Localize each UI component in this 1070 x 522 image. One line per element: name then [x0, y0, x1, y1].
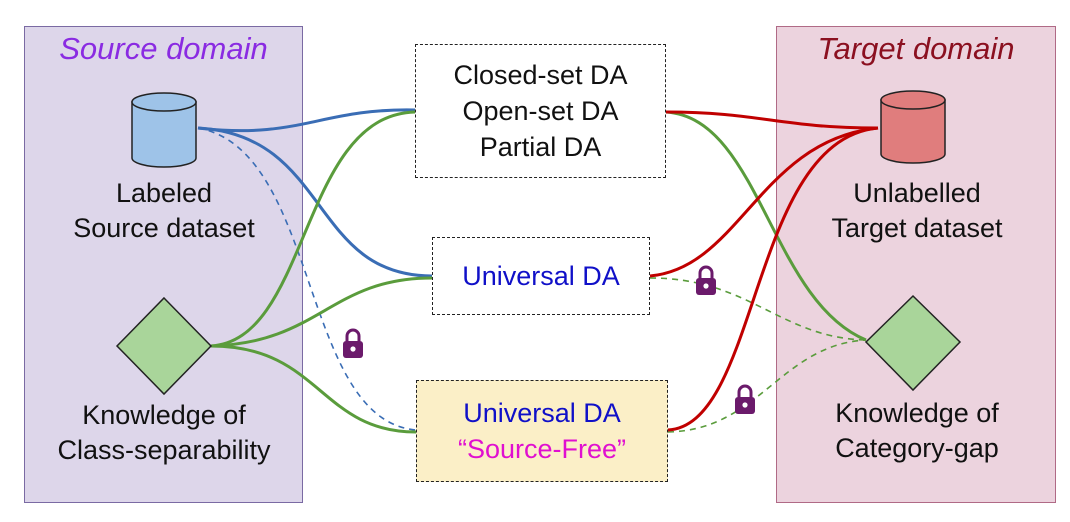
- target-database-icon: [880, 90, 946, 164]
- source-free-universal-da-box: Universal DA “Source-Free”: [416, 380, 668, 482]
- universal-da-box: Universal DA: [432, 237, 650, 315]
- source-domain-title: Source domain: [59, 31, 268, 66]
- sf-universal-da-label: Universal DA: [463, 398, 621, 428]
- closed-set-da-label: Closed-set DA: [453, 60, 628, 90]
- link-class-sep-to-universal: [210, 276, 433, 348]
- category-gap-label: Knowledge of Category-gap: [786, 396, 1048, 466]
- link-box1-to-category-gap: [665, 110, 867, 342]
- link-class-sep-to-box1: [210, 110, 416, 348]
- target-dataset-label-line1: Unlabelled: [853, 178, 981, 208]
- partial-da-label: Partial DA: [479, 132, 602, 162]
- link-source-to-box1: [197, 108, 416, 133]
- lock-icon: [735, 384, 755, 414]
- class-separability-label-line2: Class-separability: [57, 435, 271, 465]
- lock-icon: [343, 328, 363, 358]
- lock-icon: [696, 265, 716, 295]
- category-gap-diamond-icon: [864, 294, 962, 392]
- link-universal-to-target: [649, 126, 879, 278]
- category-gap-label-line2: Category-gap: [835, 433, 999, 463]
- link-universal-to-category-gap-dashed: [649, 277, 867, 341]
- source-free-label: “Source-Free”: [457, 434, 627, 464]
- link-source-to-sourcefree-dashed: [197, 127, 417, 431]
- link-sourcefree-to-target: [667, 126, 879, 432]
- category-gap-label-line1: Knowledge of: [835, 398, 999, 428]
- class-separability-diamond-icon: [115, 296, 213, 396]
- link-class-sep-to-sourcefree: [210, 344, 417, 434]
- source-database-icon: [131, 92, 197, 168]
- standard-da-settings-box: Closed-set DA Open-set DA Partial DA: [415, 44, 666, 178]
- source-dataset-label-line2: Source dataset: [73, 213, 255, 243]
- link-sourcefree-to-category-gap-dashed: [667, 339, 867, 433]
- source-dataset-label: Labeled Source dataset: [34, 176, 294, 246]
- class-separability-label: Knowledge of Class-separability: [28, 398, 300, 468]
- target-domain-title: Target domain: [817, 31, 1015, 66]
- target-dataset-label-line2: Target dataset: [831, 213, 1003, 243]
- source-dataset-label-line1: Labeled: [115, 178, 213, 208]
- target-links: [649, 110, 879, 432]
- open-set-da-label: Open-set DA: [462, 96, 619, 126]
- target-dataset-label: Unlabelled Target dataset: [786, 176, 1048, 246]
- universal-da-label: Universal DA: [462, 261, 620, 291]
- class-separability-label-line1: Knowledge of: [82, 400, 246, 430]
- source-links: [197, 108, 433, 431]
- link-box1-to-target: [665, 110, 879, 130]
- knowledge-links: [210, 110, 867, 434]
